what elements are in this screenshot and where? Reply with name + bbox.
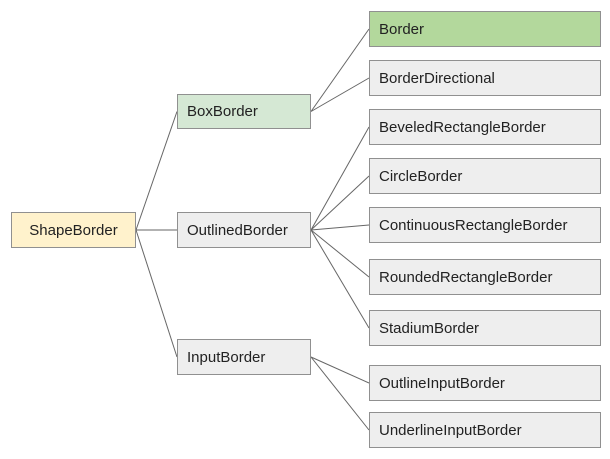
node-underline-input-border: UnderlineInputBorder xyxy=(369,412,601,448)
node-border-directional: BorderDirectional xyxy=(369,60,601,96)
node-border: Border xyxy=(369,11,601,47)
edge-shape-border-to-box-border xyxy=(135,111,178,231)
edge-outlined-border-to-stadium-border xyxy=(310,229,370,329)
node-input-border: InputBorder xyxy=(177,339,311,375)
edge-input-border-to-underline-input-border xyxy=(310,356,370,431)
node-label: ContinuousRectangleBorder xyxy=(379,216,568,234)
node-label: OutlinedBorder xyxy=(187,221,288,239)
node-label: StadiumBorder xyxy=(379,319,480,337)
node-label: ShapeBorder xyxy=(29,221,118,239)
edge-outlined-border-to-circle-border xyxy=(310,175,370,231)
node-outlined-border: OutlinedBorder xyxy=(177,212,311,248)
edge-input-border-to-outline-input-border xyxy=(310,356,370,384)
node-shape-border: ShapeBorder xyxy=(11,212,136,248)
node-beveled-rectangle-border: BeveledRectangleBorder xyxy=(369,109,601,145)
node-label: InputBorder xyxy=(187,348,266,366)
node-continuous-rectangle-border: ContinuousRectangleBorder xyxy=(369,207,601,243)
node-rounded-rectangle-border: RoundedRectangleBorder xyxy=(369,259,601,295)
node-circle-border: CircleBorder xyxy=(369,158,601,194)
edge-shape-border-to-input-border xyxy=(135,229,178,358)
node-label: CircleBorder xyxy=(379,167,463,185)
edge-outlined-border-to-beveled-rectangle-border xyxy=(310,126,370,231)
edge-outlined-border-to-continuous-rectangle-border xyxy=(310,224,370,231)
node-outline-input-border: OutlineInputBorder xyxy=(369,365,601,401)
node-label: RoundedRectangleBorder xyxy=(379,268,553,286)
edge-box-border-to-border-directional xyxy=(310,77,370,112)
edge-outlined-border-to-rounded-rectangle-border xyxy=(310,229,370,278)
node-stadium-border: StadiumBorder xyxy=(369,310,601,346)
node-label: BorderDirectional xyxy=(379,69,495,87)
node-label: BeveledRectangleBorder xyxy=(379,118,546,136)
node-label: BoxBorder xyxy=(187,103,258,120)
node-box-border: BoxBorder xyxy=(177,94,311,129)
edge-box-border-to-border xyxy=(310,28,370,112)
node-label: Border xyxy=(379,20,425,38)
node-label: UnderlineInputBorder xyxy=(379,421,522,439)
node-label: OutlineInputBorder xyxy=(379,374,505,392)
